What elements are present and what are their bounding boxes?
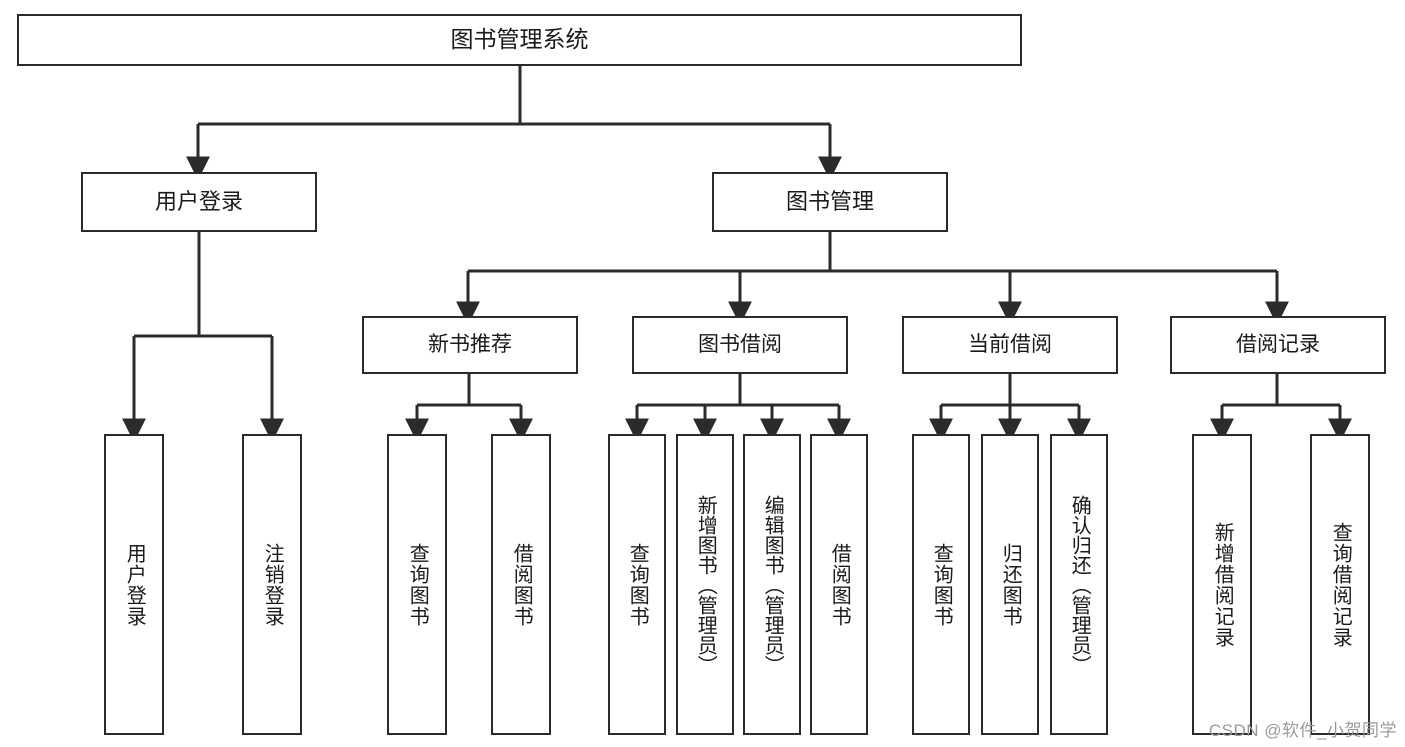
node-user-login[interactable]: 用户登录 (81, 172, 317, 232)
leaf-query-book-borrow[interactable]: 查询图书 (608, 434, 666, 735)
leaf-confirm-return-admin[interactable]: 确认归还（管理员） (1050, 434, 1108, 735)
csdn-watermark: CSDN @软件_小贺同学 (1208, 721, 1397, 740)
leaf-borrow-book[interactable]: 借阅图书 (810, 434, 868, 735)
leaf-user-login[interactable]: 用户登录 (104, 434, 164, 735)
leaf-edit-book-admin[interactable]: 编辑图书（管理员） (743, 434, 801, 735)
node-book-management[interactable]: 图书管理 (712, 172, 948, 232)
node-borrow-record[interactable]: 借阅记录 (1170, 316, 1386, 374)
node-book-borrow[interactable]: 图书借阅 (632, 316, 848, 374)
leaf-add-borrow-record[interactable]: 新增借阅记录 (1192, 434, 1252, 735)
node-root-book-management-system[interactable]: 图书管理系统 (17, 14, 1022, 66)
leaf-user-logout[interactable]: 注销登录 (242, 434, 302, 735)
leaf-query-book-current[interactable]: 查询图书 (912, 434, 970, 735)
leaf-query-borrow-record[interactable]: 查询借阅记录 (1310, 434, 1370, 735)
leaf-borrow-book-recommend[interactable]: 借阅图书 (491, 434, 551, 735)
leaf-add-book-admin[interactable]: 新增图书（管理员） (676, 434, 734, 735)
leaf-query-book-recommend[interactable]: 查询图书 (387, 434, 447, 735)
node-current-borrow[interactable]: 当前借阅 (902, 316, 1118, 374)
leaf-return-book[interactable]: 归还图书 (981, 434, 1039, 735)
node-new-book-recommend[interactable]: 新书推荐 (362, 316, 578, 374)
